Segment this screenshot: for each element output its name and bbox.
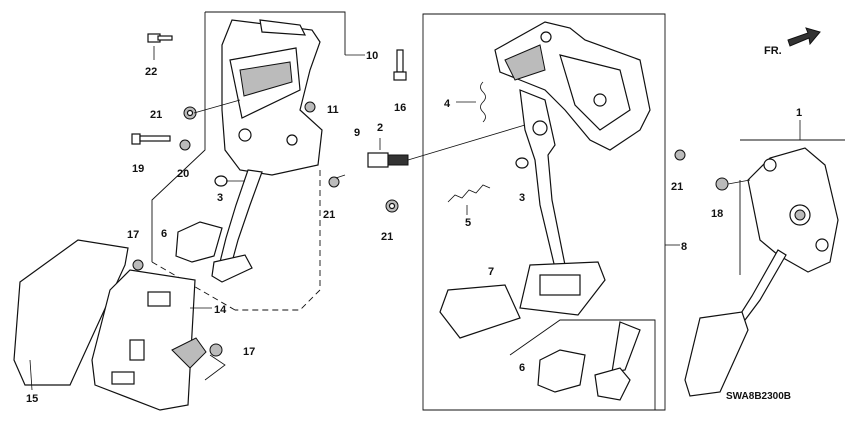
callout-1: 1 bbox=[796, 107, 802, 119]
callout-6-left: 6 bbox=[161, 228, 167, 240]
nut-21-a bbox=[183, 106, 197, 120]
callout-11: 11 bbox=[327, 104, 339, 116]
arrow-right-icon bbox=[787, 27, 821, 47]
stopper-3-b bbox=[515, 157, 529, 169]
callout-3-middle: 3 bbox=[519, 192, 525, 204]
brake-pad-inset bbox=[537, 349, 586, 393]
callout-2: 2 bbox=[377, 122, 383, 134]
brake-pedal-foot-left bbox=[211, 254, 253, 283]
callout-10: 10 bbox=[366, 50, 378, 62]
callout-17-top: 17 bbox=[127, 229, 139, 241]
callout-19: 19 bbox=[132, 163, 144, 175]
floor-mat-pad bbox=[13, 239, 129, 391]
nut-17-a bbox=[132, 259, 144, 271]
callout-18: 18 bbox=[711, 208, 723, 220]
accelerator-group bbox=[684, 120, 845, 397]
nut-21-b bbox=[328, 176, 340, 188]
bolt-19 bbox=[131, 133, 171, 145]
callout-21-left: 21 bbox=[150, 109, 162, 121]
clutch-pedal-arm bbox=[519, 89, 566, 269]
callout-21-middle: 21 bbox=[381, 231, 393, 243]
nut-18 bbox=[715, 177, 751, 191]
left-pedal-group bbox=[131, 11, 365, 311]
spring-5 bbox=[447, 184, 491, 215]
callout-8: 8 bbox=[681, 241, 687, 253]
switch-2 bbox=[367, 124, 526, 168]
accelerator-arm bbox=[737, 249, 787, 321]
callout-21-leftlow: 21 bbox=[323, 209, 335, 221]
callout-17-bottom: 17 bbox=[243, 346, 255, 358]
middle-pedal-group bbox=[367, 13, 686, 411]
stopper-3-a bbox=[214, 175, 228, 187]
nut-11 bbox=[304, 101, 316, 113]
direction-label: FR. bbox=[764, 45, 782, 57]
diagram-code: SWA8B2300B bbox=[726, 391, 791, 402]
callout-9: 9 bbox=[354, 127, 360, 139]
nut-17-b bbox=[204, 343, 226, 381]
nut-21-d bbox=[674, 149, 686, 161]
bolt-16 bbox=[393, 49, 407, 81]
accelerator-pad bbox=[684, 311, 749, 397]
callout-7: 7 bbox=[488, 266, 494, 278]
callout-5: 5 bbox=[465, 217, 471, 229]
callout-22: 22 bbox=[145, 66, 157, 78]
spring-4 bbox=[456, 81, 486, 123]
callout-20: 20 bbox=[177, 168, 189, 180]
brake-foot-inset bbox=[594, 367, 631, 401]
bolt-22 bbox=[147, 33, 173, 43]
nut-20 bbox=[179, 139, 191, 151]
callout-14: 14 bbox=[214, 304, 227, 316]
callout-16: 16 bbox=[394, 102, 406, 114]
brake-pedal-pad-left bbox=[175, 221, 223, 263]
pad-bracket-14 bbox=[91, 269, 212, 411]
callout-6-inset: 6 bbox=[519, 362, 525, 374]
callout-21-right: 21 bbox=[671, 181, 683, 193]
callout-15: 15 bbox=[26, 393, 38, 405]
pedal-rubber-7 bbox=[439, 284, 521, 339]
callout-3-left: 3 bbox=[217, 192, 223, 204]
callout-4: 4 bbox=[444, 98, 451, 110]
nut-21-c bbox=[385, 199, 399, 213]
